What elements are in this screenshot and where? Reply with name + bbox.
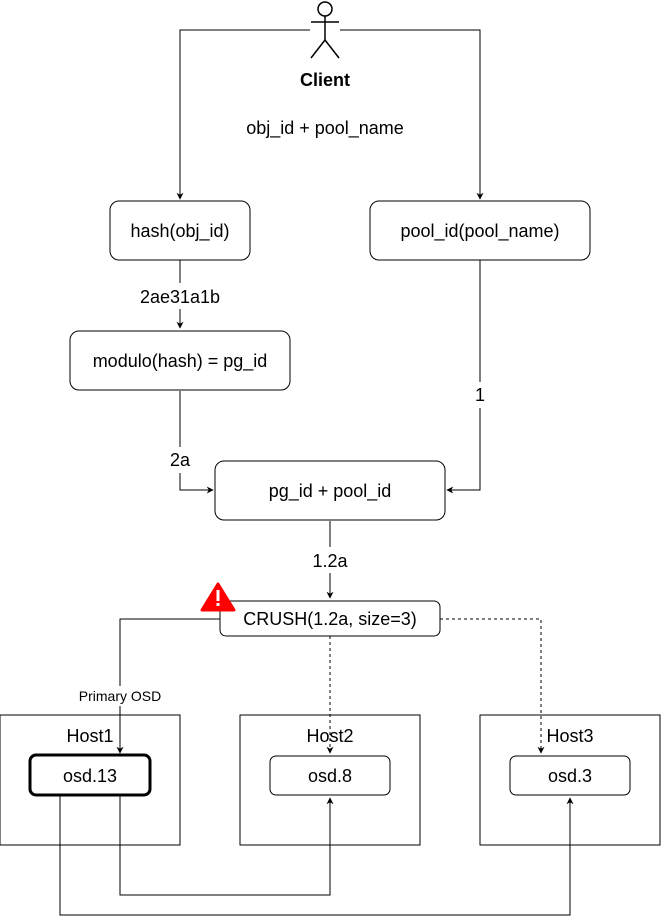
hash-node-label: hash(obj_id) <box>130 221 229 242</box>
osd3-label: osd.3 <box>548 766 592 786</box>
pool-id-node-label: pool_id(pool_name) <box>400 221 559 242</box>
modulo-node: modulo(hash) = pg_id <box>69 330 291 391</box>
osd8-node: osd.8 <box>269 755 391 796</box>
modulo-node-label: modulo(hash) = pg_id <box>93 351 268 372</box>
edge-client-to-hash <box>176 29 310 200</box>
edge-client-to-pool-id <box>340 29 484 200</box>
input-label: obj_id + pool_name <box>246 118 404 139</box>
edge-osd13-to-osd8 <box>119 796 334 896</box>
host3-label: Host3 <box>546 726 593 746</box>
osd8-label: osd.8 <box>308 766 352 786</box>
pool-id-value-label: 1 <box>475 385 485 405</box>
osd13-label: osd.13 <box>63 766 117 786</box>
host1-label: Host1 <box>66 726 113 746</box>
edge-pool-id-to-pg-pool <box>447 260 481 490</box>
crush-node: CRUSH(1.2a, size=3) <box>219 600 441 637</box>
edge-crush-to-primary-osd <box>120 618 220 753</box>
pg-id-value-label: 2a <box>170 450 191 470</box>
client-actor-icon <box>310 1 340 59</box>
hash-node: hash(obj_id) <box>109 200 251 261</box>
pool-id-node: pool_id(pool_name) <box>369 200 591 261</box>
primary-osd-label: Primary OSD <box>79 688 161 704</box>
hash-value-label: 2ae31a1b <box>140 287 220 307</box>
pg-pool-node: pg_id + pool_id <box>214 460 446 521</box>
pgid-full-label: 1.2a <box>312 551 348 571</box>
client-label: Client <box>300 70 350 90</box>
pg-pool-node-label: pg_id + pool_id <box>269 481 392 502</box>
osd3-node: osd.3 <box>509 755 631 796</box>
edge-modulo-to-pg-pool <box>179 391 213 490</box>
edge-osd13-to-osd3 <box>59 796 574 916</box>
osd13-node: osd.13 <box>28 753 152 797</box>
warning-icon <box>200 582 236 612</box>
host2-label: Host2 <box>306 726 353 746</box>
crush-node-label: CRUSH(1.2a, size=3) <box>243 609 417 629</box>
